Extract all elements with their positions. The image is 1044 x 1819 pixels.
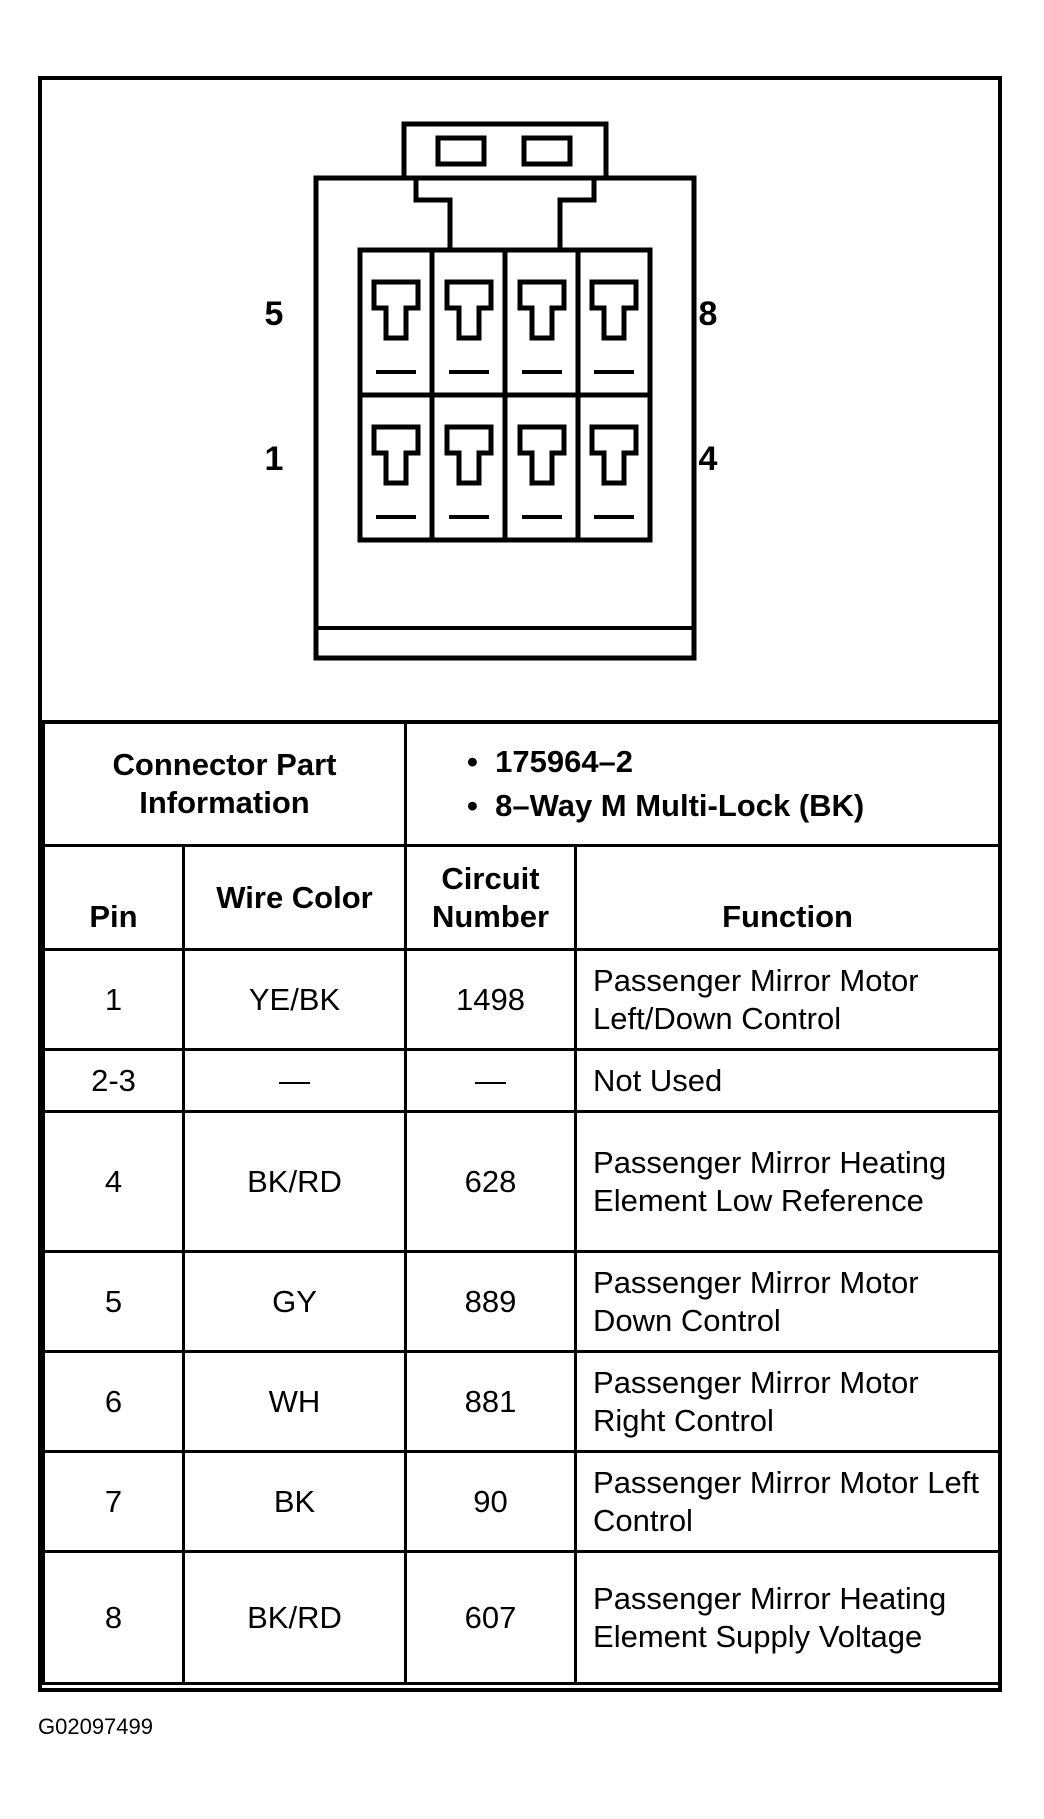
terminal-shape xyxy=(371,424,421,486)
connector-diagram: 5 8 1 4 xyxy=(265,121,718,661)
cell-pin: 6 xyxy=(42,1350,185,1453)
pin-label-1: 1 xyxy=(265,440,284,478)
cell-pin: 8 xyxy=(42,1550,185,1685)
cell-pin: 2-3 xyxy=(42,1048,185,1113)
terminal-shape xyxy=(589,424,639,486)
header-pin: Pin xyxy=(42,844,185,951)
cell-pin: 5 xyxy=(42,1250,185,1353)
cell-function: Passenger Mirror Motor Left/Down Control xyxy=(574,948,1002,1051)
pinout-table-area: Connector Part Information • 175964–2 • … xyxy=(41,720,1002,1685)
cell-function: Passenger Mirror Motor Down Control xyxy=(574,1250,1002,1353)
locking-tab xyxy=(401,121,609,250)
cell-function: Passenger Mirror Motor Right Control xyxy=(574,1350,1002,1453)
cell-circuit-number: 90 xyxy=(404,1450,578,1553)
pin-label-4: 4 xyxy=(699,440,718,478)
cell-wire-color: — xyxy=(181,1048,408,1113)
cell-wire-color: BK xyxy=(181,1450,408,1553)
terminal-shape xyxy=(444,424,494,486)
part-info-values: • 175964–2 • 8–Way M Multi-Lock (BK) xyxy=(404,720,1002,847)
cell-circuit-number: 607 xyxy=(404,1550,578,1685)
header-row: Pin Wire Color Circuit Number Function xyxy=(42,844,1002,951)
header-function: Function xyxy=(574,844,1002,951)
part-info-value: • 175964–2 xyxy=(467,744,634,780)
cell-circuit-number: 1498 xyxy=(404,948,578,1051)
part-info-label: Connector Part Information xyxy=(41,720,408,847)
connector-type: 8–Way M Multi-Lock (BK) xyxy=(495,788,865,823)
part-info-row: Connector Part Information • 175964–2 • … xyxy=(41,720,1002,847)
part-info-value: • 8–Way M Multi-Lock (BK) xyxy=(467,788,865,823)
cell-circuit-number: — xyxy=(404,1048,578,1113)
cell-circuit-number: 889 xyxy=(404,1250,578,1353)
table-row: 2-3——Not Used xyxy=(42,1048,1002,1113)
terminal-shape xyxy=(371,279,421,341)
cell-wire-color: WH xyxy=(181,1350,408,1453)
cell-wire-color: GY xyxy=(181,1250,408,1353)
terminal-shape xyxy=(517,424,567,486)
figure-id: G02097499 xyxy=(38,1714,153,1739)
cell-wire-color: YE/BK xyxy=(181,948,408,1051)
connector-frame: 5 8 1 4 Connector Part Information • 175… xyxy=(38,76,1002,1692)
cell-wire-color: BK/RD xyxy=(181,1110,408,1253)
cell-pin: 4 xyxy=(42,1110,185,1253)
terminal-shape xyxy=(444,279,494,341)
pin-label-5: 5 xyxy=(265,295,284,333)
terminal-shape xyxy=(589,279,639,341)
header-circuit-number: Circuit Number xyxy=(404,844,578,951)
cell-pin: 1 xyxy=(42,948,185,1051)
terminals xyxy=(371,279,639,519)
cell-circuit-number: 881 xyxy=(404,1350,578,1453)
cell-function: Passenger Mirror Motor Left Control xyxy=(574,1450,1002,1553)
part-number: 175964–2 xyxy=(495,744,634,780)
cell-wire-color: BK/RD xyxy=(181,1550,408,1685)
cell-circuit-number: 628 xyxy=(404,1110,578,1253)
header-wire-color: Wire Color xyxy=(181,844,408,951)
cell-function: Passenger Mirror Heating Element Low Ref… xyxy=(574,1110,1002,1253)
pinout-table: Connector Part Information • 175964–2 • … xyxy=(41,720,1002,1685)
cell-function: Passenger Mirror Heating Element Supply … xyxy=(574,1550,1002,1685)
pin-label-8: 8 xyxy=(699,295,718,333)
terminal-shape xyxy=(517,279,567,341)
cell-function: Not Used xyxy=(574,1048,1002,1113)
terminal-cavity-grid xyxy=(357,247,653,543)
cell-pin: 7 xyxy=(42,1450,185,1553)
